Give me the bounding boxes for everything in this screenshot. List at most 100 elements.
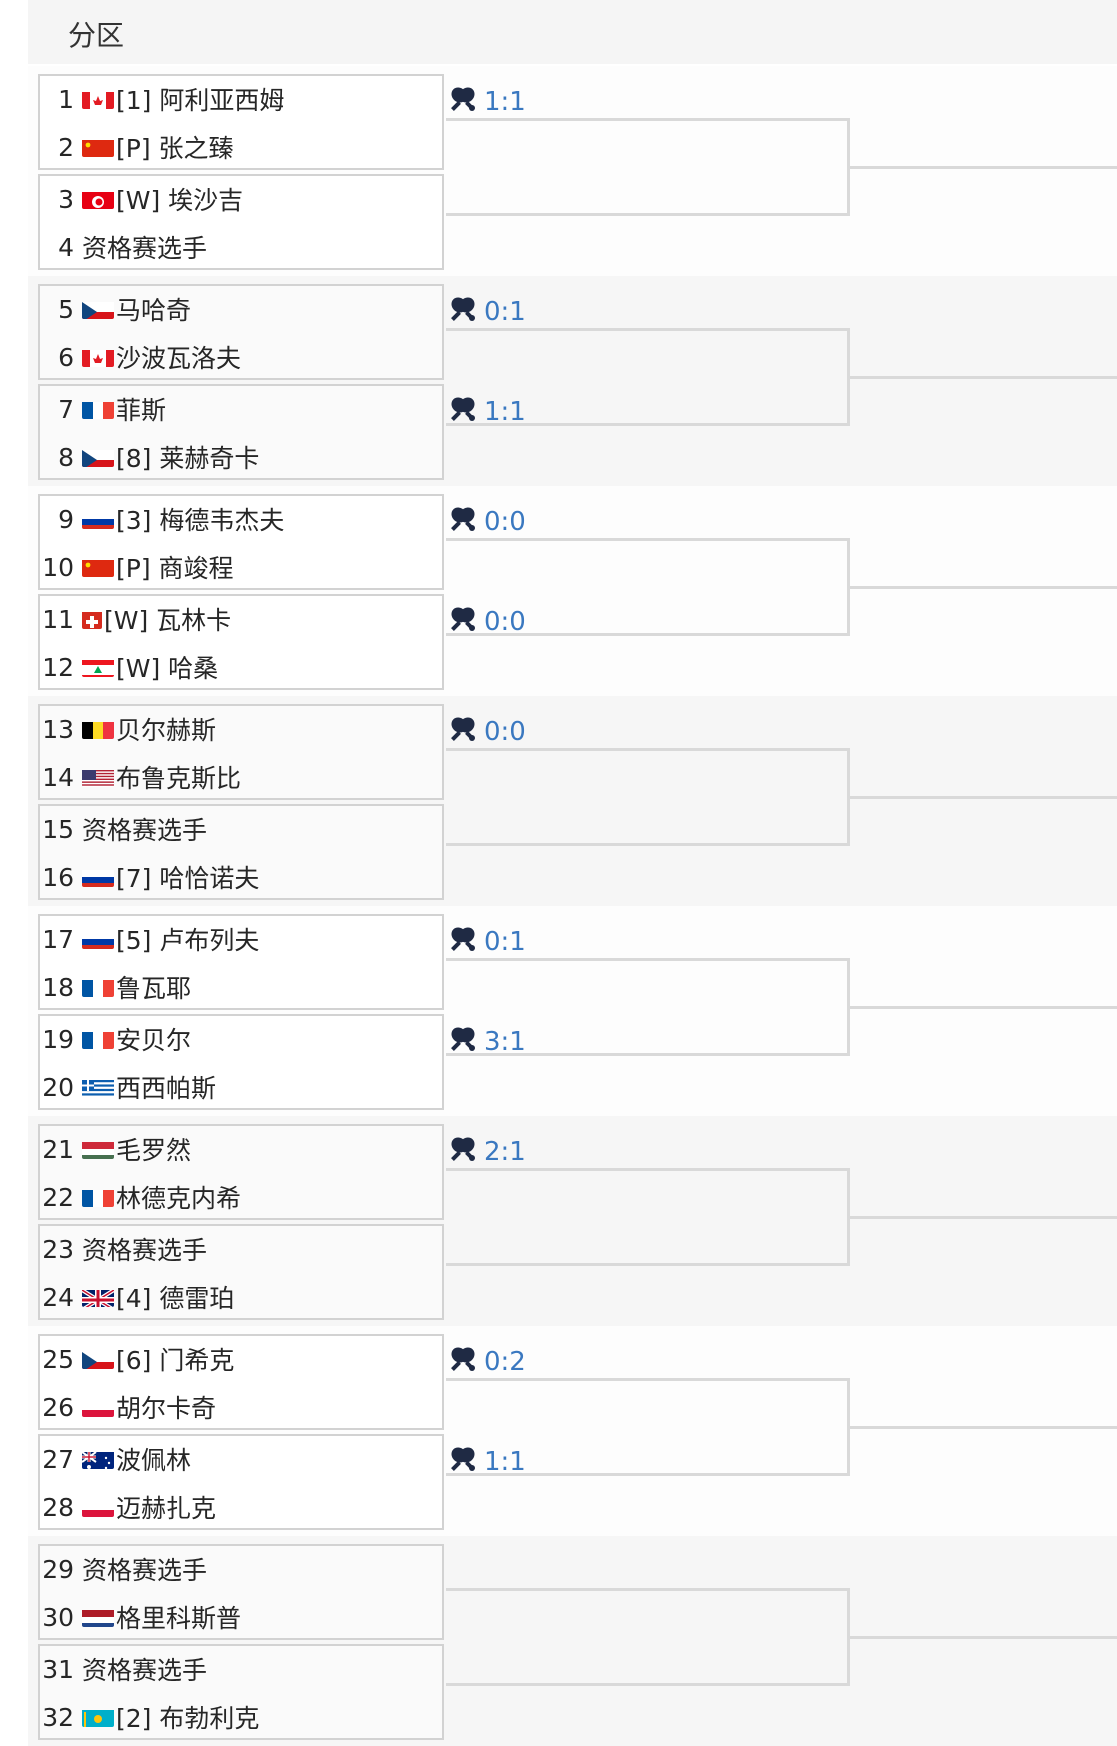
section-header: 分区 [28,0,1117,64]
player-row[interactable]: 3[W] 埃沙吉 [40,176,440,222]
h2h-score[interactable]: 2:1 [448,1134,526,1170]
player-row[interactable]: 12 [W] 哈桑 [40,644,440,690]
draw-position: 3 [58,184,74,214]
round2-connector [446,748,850,846]
czech-flag-icon [82,447,114,467]
draw-position: 13 [42,714,74,744]
racket-cross-icon [448,1444,484,1481]
score-text: 0:1 [484,297,526,327]
draw-position: 23 [42,1234,74,1264]
player-row[interactable]: 27 波佩林 [40,1436,440,1482]
draw-position: 27 [42,1444,74,1474]
china-flag-icon [82,137,114,157]
round2-connector [446,328,850,426]
player-name: 布鲁克斯比 [116,764,242,793]
greece-flag-icon [82,1077,114,1097]
canada-flag-icon [82,89,114,109]
player-name: 资格赛选手 [82,1556,208,1585]
netherlands-flag-icon [82,1607,114,1627]
poland-flag-icon [82,1497,114,1517]
racket-cross-icon [448,1134,484,1171]
player-name: [3] 梅德韦杰夫 [116,506,285,535]
h2h-score[interactable]: 0:1 [448,924,526,960]
h2h-score[interactable]: 1:1 [448,1444,526,1480]
player-row[interactable]: 11[W] 瓦林卡 [40,596,440,642]
round2-connector [446,1588,850,1686]
player-row[interactable]: 1[1] 阿利亚西姆 [40,76,440,122]
player-name: 波佩林 [116,1446,192,1475]
player-row[interactable]: 32[2] 布勃利克 [40,1694,440,1740]
h2h-score[interactable]: 0:0 [448,504,526,540]
player-row[interactable]: 10[P] 商竣程 [40,544,440,590]
draw-position: 2 [58,132,74,162]
score-text: 1:1 [484,397,526,427]
player-row[interactable]: 8[8] 莱赫奇卡 [40,434,440,480]
france-flag-icon [82,399,114,419]
player-name: [7] 哈恰诺夫 [116,864,260,893]
draw-position: 26 [42,1392,74,1422]
player-row[interactable]: 24[4] 德雷珀 [40,1274,440,1320]
russia-flag-icon [82,929,114,949]
player-name: 胡尔卡奇 [116,1394,217,1423]
player-name: [W] 瓦林卡 [104,606,232,635]
h2h-score[interactable]: 3:1 [448,1024,526,1060]
tunisia-flag-icon [82,189,114,209]
h2h-score[interactable]: 0:1 [448,294,526,330]
racket-cross-icon [448,294,484,331]
player-row[interactable]: 26 胡尔卡奇 [40,1384,440,1430]
player-name: [P] 商竣程 [116,554,234,583]
player-name: [5] 卢布列夫 [116,926,260,955]
h2h-score[interactable]: 0:0 [448,714,526,750]
player-row[interactable]: 16[7] 哈恰诺夫 [40,854,440,900]
h2h-score[interactable]: 0:0 [448,604,526,640]
draw-position: 22 [42,1182,74,1212]
russia-flag-icon [82,867,114,887]
player-row[interactable]: 9[3] 梅德韦杰夫 [40,496,440,542]
h2h-score[interactable]: 1:1 [448,84,526,120]
draw-position: 12 [42,652,74,682]
draw-position: 5 [58,294,74,324]
h2h-score[interactable]: 0:2 [448,1344,526,1380]
player-row[interactable]: 13 贝尔赫斯 [40,706,440,752]
round3-connector [850,1216,1117,1219]
player-name: [W] 哈桑 [116,654,219,683]
page-title: 分区 [68,19,125,52]
player-row[interactable]: 2[P] 张之臻 [40,124,440,170]
draw-position: 1 [58,84,74,114]
round3-connector [850,796,1117,799]
h2h-score[interactable]: 1:1 [448,394,526,430]
player-row[interactable]: 17[5] 卢布列夫 [40,916,440,962]
player-name: 贝尔赫斯 [116,716,217,745]
player-row[interactable]: 25 [6] 门希克 [40,1336,440,1382]
player-name: 沙波瓦洛夫 [116,344,242,373]
player-name: [6] 门希克 [116,1346,235,1375]
draw-position: 25 [42,1344,74,1374]
score-text: 0:1 [484,927,526,957]
draw-position: 32 [42,1702,74,1732]
